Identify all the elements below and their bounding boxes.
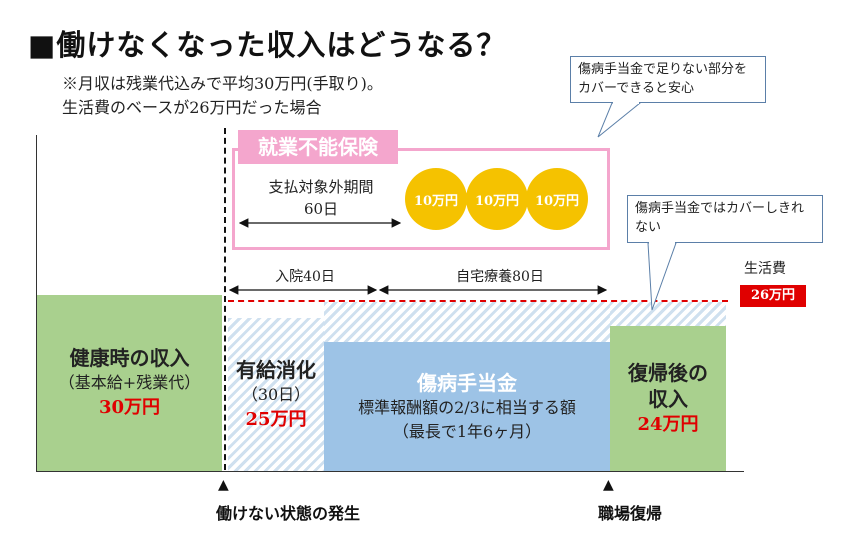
benefit-coin-3: 10万円 xyxy=(526,168,588,230)
healthy-income-amount: 30万円 xyxy=(98,397,161,418)
paid-leave-sub: （30日） xyxy=(241,384,311,404)
benefit-coin-1: 10万円 xyxy=(405,168,467,230)
note-income: ※月収は残業代込みで平均30万円(手取り)。 xyxy=(62,74,383,93)
onset-marker-icon: ▲ xyxy=(218,477,229,493)
onset-event-label: 働けない状態の発生 xyxy=(216,504,361,523)
home-care-period-label: 自宅療養80日 xyxy=(456,269,544,285)
waiting-period-line1: 支払対象外期間 xyxy=(268,178,374,196)
page-title: ■働けなくなった収入はどうなる？ xyxy=(28,28,507,62)
callout-cover-pointer xyxy=(597,102,642,138)
healthy-income-sub: （基本給+残業代） xyxy=(58,373,201,392)
after-return-block: 復帰後の 収入 24万円 xyxy=(610,326,726,471)
paid-leave-amount: 25万円 xyxy=(245,408,307,430)
insurance-label: 就業不能保険 xyxy=(238,130,398,164)
onset-dashed-line xyxy=(224,128,226,470)
callout-not-covered: 傷病手当金ではカバーしきれない xyxy=(627,195,823,243)
after-return-title1: 復帰後の xyxy=(628,360,708,385)
note-living-cost: 生活費のベースが26万円だった場合 xyxy=(62,98,322,117)
hospital-period-label: 入院40日 xyxy=(275,269,335,285)
after-return-amount: 24万円 xyxy=(637,413,699,435)
living-cost-value: 26万円 xyxy=(740,285,806,307)
living-cost-dashed-line xyxy=(228,300,728,302)
sickness-allowance-block: 傷病手当金 標準報酬額の2/3に相当する額 （最長で1年6ヶ月） xyxy=(324,342,610,471)
waiting-period-line2: 60日 xyxy=(303,200,339,218)
after-gap-hatch xyxy=(610,302,726,326)
sickness-allowance-title: 傷病手当金 xyxy=(417,370,517,395)
sickness-allowance-sub2: （最長で1年6ヶ月） xyxy=(392,421,542,441)
paid-leave-title: 有給消化 xyxy=(236,357,316,382)
callout-cover: 傷病手当金で足りない部分をカバーできると安心 xyxy=(570,56,766,103)
return-event-label: 職場復帰 xyxy=(598,504,663,523)
healthy-income-block: 健康時の収入 （基本給+残業代） 30万円 xyxy=(37,295,222,471)
return-marker-icon: ▲ xyxy=(603,477,614,493)
sickness-allowance-sub1: 標準報酬額の2/3に相当する額 xyxy=(358,397,576,417)
living-cost-label: 生活費 xyxy=(744,261,786,277)
after-return-title2: 収入 xyxy=(648,386,688,411)
x-axis-line xyxy=(36,471,744,472)
y-axis-line xyxy=(36,135,37,472)
paid-leave-block: 有給消化 （30日） 25万円 xyxy=(228,318,324,471)
benefit-coin-2: 10万円 xyxy=(466,168,528,230)
waiting-period: 支払対象外期間 60日 xyxy=(240,176,402,220)
healthy-income-title: 健康時の収入 xyxy=(69,346,190,370)
paid-leave-gap-hatch xyxy=(324,302,610,342)
